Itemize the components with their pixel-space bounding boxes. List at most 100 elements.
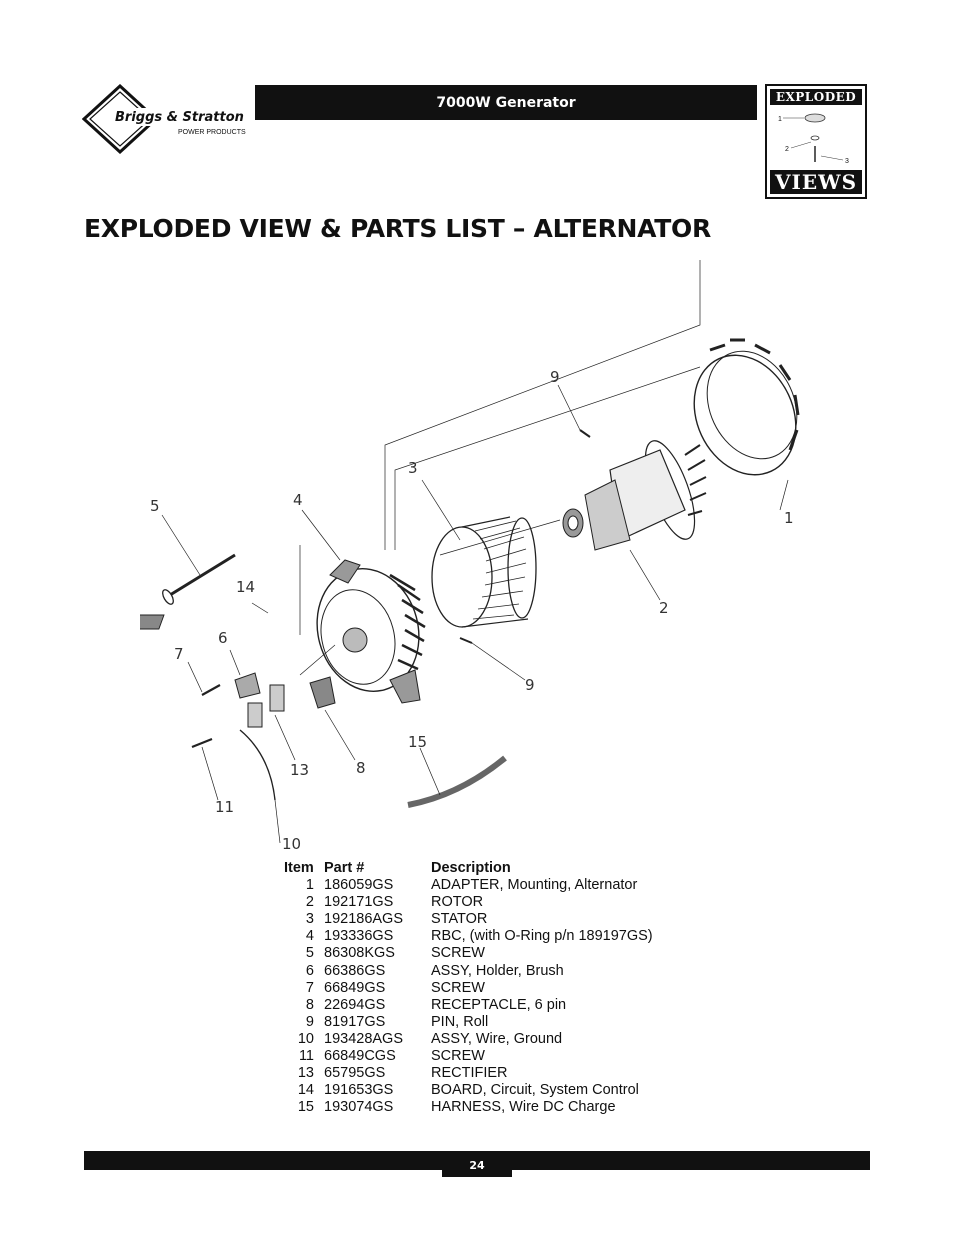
callout-9-lower: 9 [525,676,535,694]
row-description: RECTIFIER [431,1065,508,1082]
svg-text:POWER PRODUCTS: POWER PRODUCTS [178,129,246,136]
callout-6: 6 [218,629,228,647]
part-stator [431,516,537,628]
badge-bottom-label: VIEWS [770,170,862,194]
exploded-diagram: 1 2 3 4 5 6 7 8 9 9 10 11 13 14 15 [116,255,840,855]
row-description: ASSY, Wire, Ground [431,1030,563,1047]
row-item: 8 [305,996,314,1013]
callout-8: 8 [356,759,366,777]
row-description: ROTOR [431,894,484,911]
part-pin-upper [579,429,591,438]
callout-10: 10 [282,835,301,853]
row-item: 3 [305,911,314,928]
svg-text:3: 3 [845,158,849,165]
row-item: 1 [305,877,314,894]
header-part: Part # [324,860,365,876]
row-item: 13 [297,1065,314,1082]
parts-list-row: 10 193428AGS ASSY, Wire, Ground [284,1031,731,1048]
row-item: 4 [305,928,314,945]
row-description: HARNESS, Wire DC Charge [431,1099,616,1116]
row-part-number: 86308KGS [324,945,395,962]
parts-list-row: 3 192186AGS STATOR [284,911,731,928]
row-description: RECEPTACLE, 6 pin [431,996,567,1013]
row-item: 15 [297,1099,314,1116]
part-screw-7 [201,684,221,696]
row-description: RBC, (with O-Ring p/n 189197GS) [431,928,653,945]
part-harness [407,755,507,808]
row-part-number: 193074GS [324,1099,394,1116]
row-part-number: 66386GS [324,962,386,979]
svg-text:Briggs & Stratton: Briggs & Stratton [115,110,244,125]
part-rectifier-b [247,702,263,728]
briggs-stratton-logo: Briggs & Stratton POWER PRODUCTS [81,83,254,155]
row-part-number: 192186AGS [324,911,404,928]
row-description: STATOR [431,911,488,928]
parts-list-row: 8 22694GS RECEPTACLE, 6 pin [284,997,731,1014]
badge-mini-diagram: 1 2 3 [778,113,849,165]
parts-list-row: 4 193336GS RBC, (with O-Ring p/n 189197GS) [284,928,731,945]
svg-text:2: 2 [785,146,789,153]
callout-2: 2 [659,599,669,617]
row-description: ASSY, Holder, Brush [431,962,564,979]
parts-list-row: 9 81917GS PIN, Roll [284,1014,731,1031]
row-description: SCREW [431,945,485,962]
svg-text:1: 1 [778,116,782,123]
part-adapter [693,338,800,476]
row-part-number: 81917GS [324,1013,386,1030]
parts-list-row: 13 65795GS RECTIFIER [284,1065,731,1082]
row-part-number: 65795GS [324,1065,386,1082]
callout-7: 7 [174,645,184,663]
parts-list-row: 5 86308KGS SCREW [284,945,731,962]
parts-list-row: 14 191653GS BOARD, Circuit, System Control [284,1082,731,1099]
row-item: 9 [305,1013,314,1030]
part-rotor [562,440,707,551]
part-rectifier-a [269,684,285,712]
badge-top-label: EXPLODED [770,89,862,105]
callout-1: 1 [784,509,794,527]
row-item: 2 [305,894,314,911]
page-heading: EXPLODED VIEW & PARTS LIST – ALTERNATOR [84,214,711,243]
parts-list-row: 15 193074GS HARNESS, Wire DC Charge [284,1099,731,1116]
row-item: 11 [298,1048,314,1065]
part-brush-holder [234,672,261,699]
part-screw-11 [191,737,213,749]
parts-list-row: 1 186059GS ADAPTER, Mounting, Alternator [284,877,731,894]
header-item: Item [284,860,314,876]
callout-11: 11 [215,798,234,816]
row-item: 14 [297,1082,314,1099]
row-part-number: 66849GS [324,979,386,996]
parts-list: Item Part # Description 1 186059GS ADAPTER… [284,860,731,1116]
row-item: 5 [305,945,314,962]
row-part-number: 186059GS [324,877,394,894]
callout-14: 14 [236,578,255,596]
row-item: 6 [305,962,314,979]
part-receptacle [309,676,336,709]
row-item: 7 [305,979,314,996]
row-part-number: 22694GS [324,996,386,1013]
header-description: Description [431,860,511,876]
row-part-number: 193336GS [324,928,394,945]
part-rbc [316,559,426,704]
model-title-bar: 7000W Generator [255,85,757,120]
row-description: PIN, Roll [431,1013,489,1030]
exploded-views-badge: EXPLODED 1 2 3 VIEWS [765,84,867,199]
part-pin-lower [459,637,473,644]
part-ground-wire [239,729,276,801]
row-description: ADAPTER, Mounting, Alternator [431,877,638,894]
page-number: 24 [442,1154,512,1177]
callout-13: 13 [290,761,309,779]
callout-4: 4 [293,491,303,509]
row-description: SCREW [431,1048,485,1065]
parts-list-row: 6 66386GS ASSY, Holder, Brush [284,963,731,980]
row-description: SCREW [431,979,485,996]
part-circuit-board [116,614,165,630]
parts-list-header: Item Part # Description [284,860,731,877]
row-description: BOARD, Circuit, System Control [431,1082,639,1099]
part-screw-5 [162,553,236,605]
row-part-number: 191653GS [324,1082,394,1099]
row-item: 10 [297,1030,314,1047]
row-part-number: 193428AGS [324,1030,404,1047]
